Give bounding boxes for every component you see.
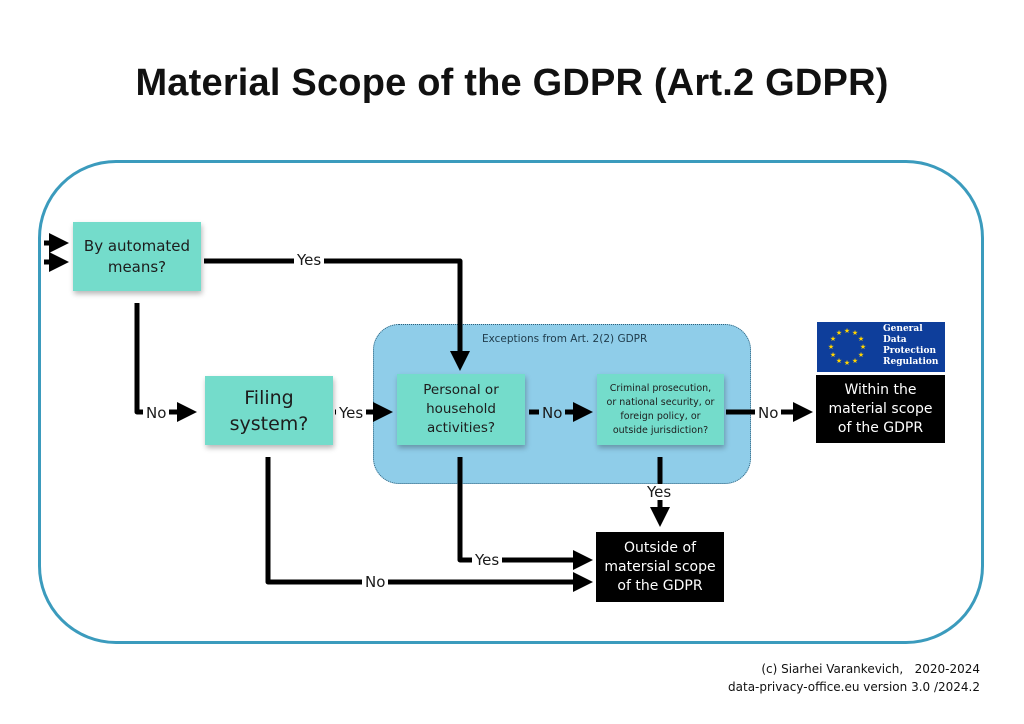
footer-version: data-privacy-office.eu version 3.0 /2024… [728,680,980,694]
footer-copyright: (c) Siarhei Varankevich, 2020-2024 [761,662,980,676]
svg-text:★: ★ [830,335,836,343]
eu-flag-icon: ★ ★ ★ ★ ★ ★ ★ ★ ★ ★ ★ ★ [817,322,877,372]
gdpr-logo-text: General Data Protection Regulation [877,322,945,372]
svg-text:★: ★ [852,329,858,337]
svg-text:★: ★ [828,343,834,351]
svg-text:★: ★ [852,357,858,365]
diagram-frame [38,160,984,644]
svg-text:★: ★ [858,335,864,343]
label-personal-yes: Yes [472,552,503,568]
label-criminal-no: No [755,405,782,421]
label-automated-no: No [143,405,170,421]
footer-credits: (c) Siarhei Varankevich, 2020-2024 data-… [728,660,980,696]
edge-filing-no [265,457,594,592]
node-personal-household: Personal or household activities? [397,374,525,445]
label-automated-yes: Yes [294,252,325,268]
node-filing-system: Filing system? [205,376,333,445]
svg-text:★: ★ [836,329,842,337]
edge-automated-yes [204,258,470,372]
svg-text:★: ★ [844,359,850,367]
edge-personal-yes [457,457,594,570]
edge-automated-no [134,303,198,422]
svg-text:★: ★ [858,351,864,359]
label-criminal-yes: Yes [644,484,675,500]
label-personal-no: No [539,405,566,421]
node-automated-means: By automated means? [73,222,201,291]
svg-text:★: ★ [844,327,850,335]
exceptions-label: Exceptions from Art. 2(2) GDPR [482,333,648,345]
node-criminal-security: Criminal prosecution, or national securi… [597,374,724,445]
node-outside-scope: Outside of matersial scope of the GDPR [596,532,724,602]
page-title: Material Scope of the GDPR (Art.2 GDPR) [135,62,889,104]
node-within-scope: Within the material scope of the GDPR [816,375,945,443]
svg-text:★: ★ [860,343,866,351]
gdpr-logo: ★ ★ ★ ★ ★ ★ ★ ★ ★ ★ ★ ★ General Data Pro… [817,322,945,372]
svg-text:★: ★ [836,357,842,365]
label-filing-no: No [362,574,389,590]
label-filing-yes: Yes [336,405,367,421]
svg-text:★: ★ [830,351,836,359]
